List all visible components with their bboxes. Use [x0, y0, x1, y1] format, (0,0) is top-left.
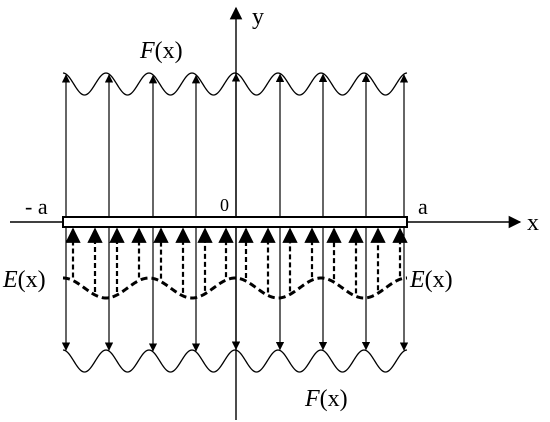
f-bottom-fn: F [304, 386, 320, 412]
x-axis-label: x [527, 210, 539, 236]
e-curve [62, 276, 408, 300]
f-top-fn: F [139, 38, 155, 64]
f-bottom-curve [62, 349, 408, 373]
e-right-fn: E [409, 267, 425, 293]
y-axis-label: y [252, 4, 264, 30]
e-right-arg: (x) [425, 267, 453, 293]
rod [62, 216, 408, 228]
f-bottom-label: F(x) [304, 386, 348, 412]
right-end-label: a [418, 194, 428, 219]
origin-label: 0 [220, 195, 229, 215]
e-left-label: E(x) [2, 267, 46, 293]
upper-force-arrows [61, 73, 409, 216]
f-top-arg: (x) [155, 38, 183, 64]
left-end-label: - a [25, 194, 48, 219]
e-left-fn: E [2, 267, 18, 293]
f-bottom-arg: (x) [320, 386, 348, 412]
f-top-label: F(x) [139, 38, 183, 64]
f-top-curve [62, 72, 408, 96]
e-field-dashed-arrows [65, 227, 408, 294]
e-right-label: E(x) [409, 267, 453, 293]
lower-force-arrows [61, 228, 409, 352]
e-left-arg: (x) [18, 267, 46, 293]
